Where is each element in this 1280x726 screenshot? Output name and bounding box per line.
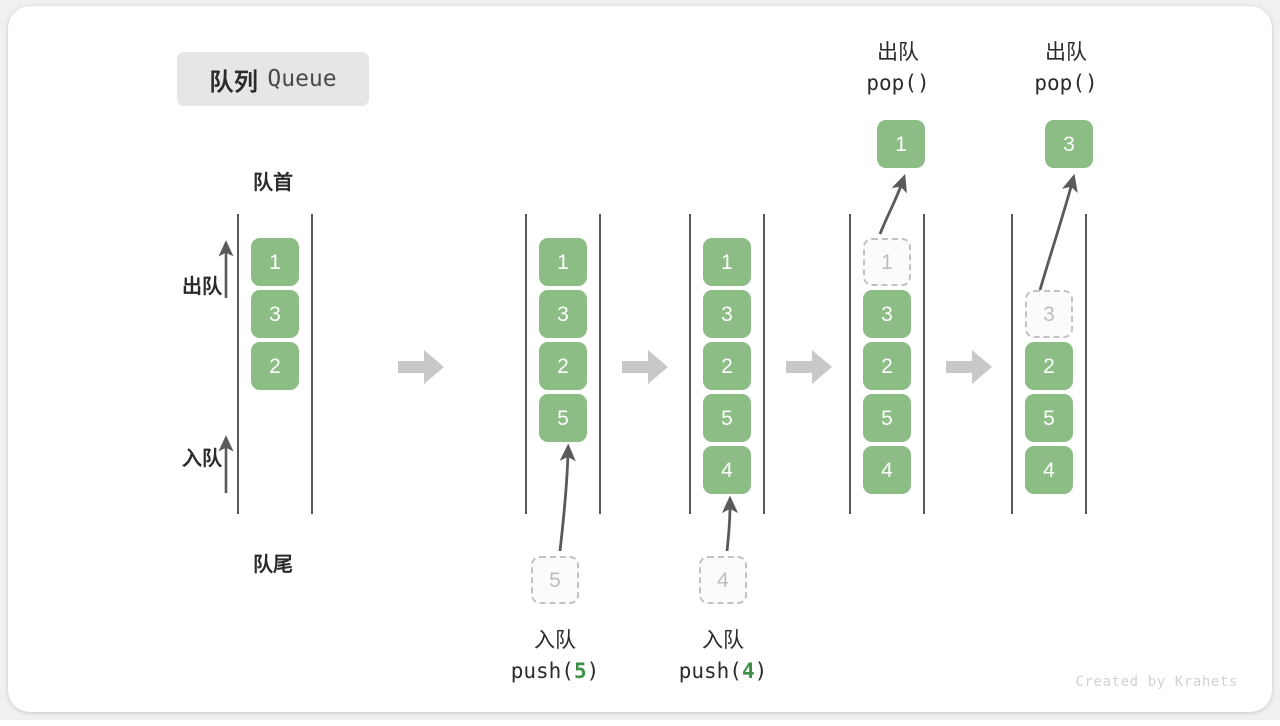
queue-element: 2	[539, 342, 587, 390]
label-queue-front: 队首	[253, 172, 293, 194]
queue-element: 5	[863, 394, 911, 442]
caption-pop-3-cn: 出队	[1045, 41, 1087, 64]
popped-element-3: 3	[1045, 120, 1093, 168]
flow-arrow-icon-1	[398, 350, 444, 384]
queue-element: 3	[863, 290, 911, 338]
caption-pop-1: 出队 pop()	[823, 38, 973, 99]
queue-rail-right	[763, 214, 765, 514]
push-4-call-suffix: )	[754, 659, 768, 684]
queue-element: 1	[251, 238, 299, 286]
queue-element: 2	[1025, 342, 1073, 390]
title-badge: 队列 Queue	[177, 52, 369, 106]
queue-element: 4	[863, 446, 911, 494]
push-4-call-prefix: push(	[678, 659, 742, 684]
caption-pop-1-cn: 出队	[877, 41, 919, 64]
label-dequeue: 出队	[182, 276, 222, 298]
queue-element: 1	[539, 238, 587, 286]
queue-element: 3	[1025, 290, 1073, 338]
queue-element: 4	[1025, 446, 1073, 494]
pending-push-element-4: 4	[699, 556, 747, 604]
queue-element: 2	[863, 342, 911, 390]
queue-element: 3	[539, 290, 587, 338]
queue-rail-right	[1085, 214, 1087, 514]
queue-element: 1	[863, 238, 911, 286]
caption-push-5: 入队 push(5)	[480, 626, 630, 687]
queue-rail-left	[1011, 214, 1013, 514]
queue-element: 2	[703, 342, 751, 390]
flow-arrow-icon-4	[946, 350, 992, 384]
caption-push-5-cn: 入队	[534, 629, 576, 652]
queue-rail-right	[599, 214, 601, 514]
caption-push-4-call: push(4)	[648, 656, 798, 686]
queue-element: 5	[539, 394, 587, 442]
title-english: Queue	[267, 66, 337, 92]
watermark: Created by Krahets	[1075, 674, 1238, 690]
push-4-call-arg: 4	[741, 659, 755, 684]
pop-1-motion-arrow-icon	[878, 174, 907, 235]
push-5-motion-arrow-icon	[558, 443, 576, 552]
flow-arrow-icon-3	[786, 350, 832, 384]
queue-element: 2	[251, 342, 299, 390]
caption-pop-1-call: pop()	[866, 71, 930, 96]
diagram-card: 队列 Queue 队首 队尾 出队 入队 出队 pop() 出队 pop() 1…	[8, 6, 1272, 712]
caption-push-5-call: push(5)	[480, 656, 630, 686]
caption-push-4: 入队 push(4)	[648, 626, 798, 687]
caption-pop-3-call: pop()	[1034, 71, 1098, 96]
queue-rail-right	[923, 214, 925, 514]
caption-pop-3: 出队 pop()	[991, 38, 1141, 99]
queue-element: 5	[1025, 394, 1073, 442]
queue-rail-left	[237, 214, 239, 514]
queue-rail-left	[525, 214, 527, 514]
queue-element: 5	[703, 394, 751, 442]
queue-rail-left	[849, 214, 851, 514]
caption-push-4-cn: 入队	[702, 629, 744, 652]
pending-push-element-5: 5	[531, 556, 579, 604]
push-5-call-prefix: push(	[510, 659, 574, 684]
queue-rail-left	[689, 214, 691, 514]
queue-element: 4	[703, 446, 751, 494]
queue-element: 3	[703, 290, 751, 338]
pop-3-motion-arrow-icon	[1038, 173, 1078, 291]
flow-arrow-icon-2	[622, 350, 668, 384]
queue-element: 1	[703, 238, 751, 286]
title-chinese: 队列	[209, 68, 259, 96]
push-5-call-suffix: )	[586, 659, 600, 684]
queue-element: 3	[251, 290, 299, 338]
label-enqueue: 入队	[182, 448, 222, 470]
popped-element-1: 1	[877, 120, 925, 168]
queue-rail-right	[311, 214, 313, 514]
push-5-call-arg: 5	[573, 659, 587, 684]
push-4-motion-arrow-icon	[721, 495, 739, 552]
label-queue-rear: 队尾	[253, 554, 293, 576]
